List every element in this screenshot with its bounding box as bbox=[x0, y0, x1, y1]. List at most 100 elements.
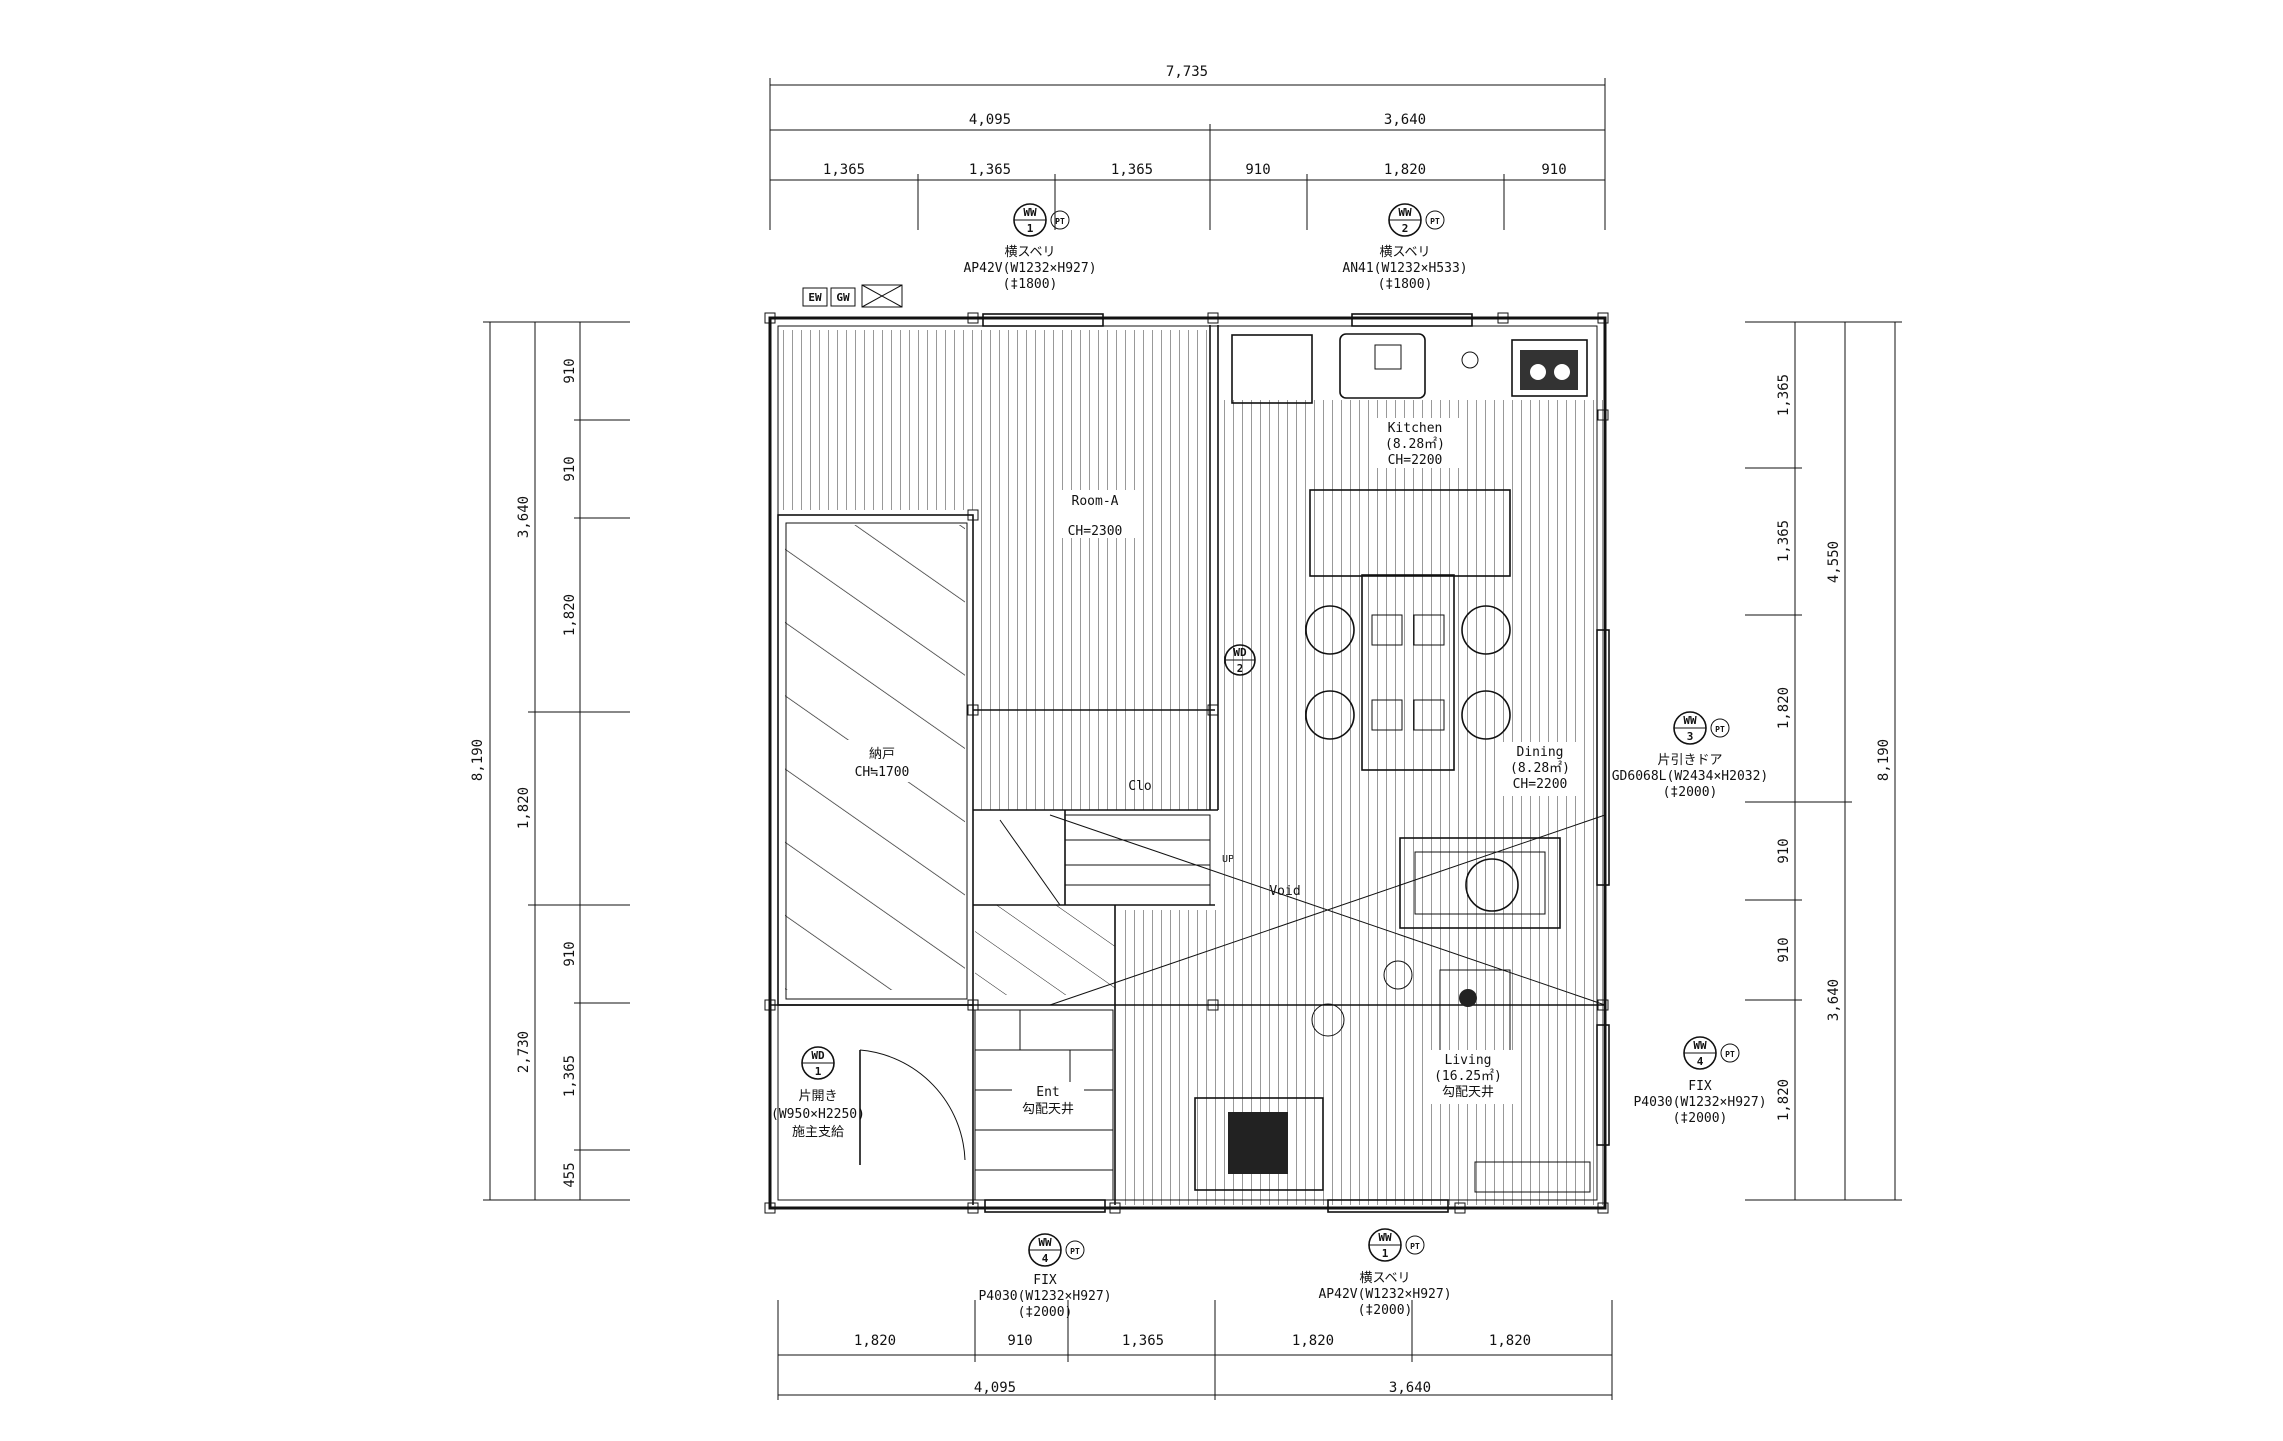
dim-bottom-row1-c: 1,365 bbox=[1122, 1333, 1164, 1349]
ww4-bottom-height: (‡2000) bbox=[1018, 1305, 1073, 1320]
kitchen-area: (8.28㎡) bbox=[1385, 437, 1445, 452]
dim-top-total: 7,735 bbox=[1166, 64, 1208, 80]
dim-left-mid-a: 3,640 bbox=[516, 496, 532, 538]
tag-ww4-bottom-code: WW bbox=[1038, 1236, 1052, 1249]
tag-ww3-right-pt: PT bbox=[1715, 725, 1725, 734]
kitchen-fixtures bbox=[1231, 333, 1588, 577]
legend-ew: EW bbox=[808, 291, 822, 304]
door-ww3-right bbox=[1596, 629, 1610, 886]
tag-ww4-right bbox=[1683, 1036, 1740, 1070]
up-label: UP bbox=[1222, 854, 1234, 865]
dim-right-mid-a: 4,550 bbox=[1826, 541, 1842, 583]
dim-right-inner-e: 910 bbox=[1776, 937, 1792, 962]
dim-left-inner-c: 1,820 bbox=[562, 594, 578, 636]
storage-label-bg bbox=[838, 740, 928, 782]
dim-bottom-row2-b: 3,640 bbox=[1389, 1380, 1431, 1396]
dim-top-row3-f: 910 bbox=[1541, 162, 1566, 178]
void-diagonals bbox=[1049, 814, 1606, 1006]
ww4-bottom-type: FIX bbox=[1033, 1273, 1057, 1288]
ww4-bottom-spec: P4030(W1232×H927) bbox=[978, 1289, 1111, 1304]
living-name: Living bbox=[1445, 1053, 1492, 1068]
storage-name: 納戸 bbox=[869, 747, 895, 762]
tag-ww4-right-pt: PT bbox=[1725, 1050, 1735, 1059]
window-ww1-bottom bbox=[1327, 1199, 1449, 1213]
kitchen-ch: CH=2200 bbox=[1388, 453, 1443, 468]
tag-wd1-code: WD bbox=[811, 1049, 825, 1062]
tag-ww1-bottom-pt: PT bbox=[1410, 1242, 1420, 1251]
legend-boxes bbox=[802, 284, 903, 308]
wd1-note: 施主支給 bbox=[792, 1125, 844, 1140]
dim-top-row3-c: 1,365 bbox=[1111, 162, 1153, 178]
ww2-top-type: 横スベリ bbox=[1379, 245, 1430, 260]
dim-right-inner-f: 1,820 bbox=[1776, 1079, 1792, 1121]
legend-gw: GW bbox=[836, 291, 850, 304]
tag-wd2-num: 2 bbox=[1237, 662, 1244, 675]
entry-door-swing bbox=[859, 1049, 966, 1165]
tag-ww2-top-pt: PT bbox=[1430, 217, 1440, 226]
dim-left-mid-c: 2,730 bbox=[516, 1031, 532, 1073]
living-area: (16.25㎡) bbox=[1434, 1069, 1502, 1084]
dim-left-mid-b: 1,820 bbox=[516, 787, 532, 829]
kitchen-dining-floor bbox=[1218, 400, 1603, 1005]
dim-bottom-row1-e: 1,820 bbox=[1489, 1333, 1531, 1349]
wd1-type: 片開き bbox=[798, 1089, 837, 1104]
ent-ceiling: 勾配天井 bbox=[1022, 1102, 1074, 1117]
tag-ww4-right-code: WW bbox=[1693, 1039, 1707, 1052]
bottom-dimension-lines bbox=[777, 1300, 1613, 1400]
ww2-top-spec: AN41(W1232×H533) bbox=[1342, 261, 1467, 276]
left-dimension-lines bbox=[483, 321, 630, 1201]
tag-ww4-right-num: 4 bbox=[1697, 1055, 1704, 1068]
ww2-top-height: (‡1800) bbox=[1378, 277, 1433, 292]
window-ww4-bottom bbox=[984, 1199, 1106, 1213]
tag-ww1-bottom-num: 1 bbox=[1382, 1247, 1389, 1260]
ent-name: Ent bbox=[1036, 1085, 1059, 1100]
tag-ww4-bottom bbox=[1028, 1233, 1085, 1267]
ww1-top-spec: AP42V(W1232×H927) bbox=[963, 261, 1096, 276]
wd1-spec: (W950×H2250) bbox=[771, 1107, 865, 1122]
ent-label-bg bbox=[1012, 1082, 1084, 1120]
dim-bottom-row2-a: 4,095 bbox=[974, 1380, 1016, 1396]
clo-label: Clo bbox=[1128, 779, 1151, 794]
dim-top-row2-b: 3,640 bbox=[1384, 112, 1426, 128]
dining-label-bg bbox=[1500, 742, 1580, 796]
living-ceiling: 勾配天井 bbox=[1442, 1085, 1494, 1100]
tag-ww1-top-code: WW bbox=[1023, 206, 1037, 219]
ww4-right-spec: P4030(W1232×H927) bbox=[1633, 1095, 1766, 1110]
living-floor bbox=[1118, 910, 1603, 1205]
window-ww4-right bbox=[1596, 1024, 1610, 1146]
dining-name: Dining bbox=[1517, 745, 1564, 760]
tag-ww1-bottom bbox=[1368, 1228, 1425, 1262]
staircase bbox=[999, 814, 1211, 906]
dim-bottom-row1-b: 910 bbox=[1007, 1333, 1032, 1349]
dining-area: (8.28㎡) bbox=[1510, 761, 1570, 776]
tag-wd1-num: 1 bbox=[815, 1065, 822, 1078]
kitchen-name: Kitchen bbox=[1388, 421, 1443, 436]
ww1-top-height: (‡1800) bbox=[1003, 277, 1058, 292]
window-ww2-top bbox=[1351, 313, 1473, 327]
column-markers bbox=[764, 312, 1609, 1214]
tag-ww1-top-num: 1 bbox=[1027, 222, 1034, 235]
dim-right-total: 8,190 bbox=[1876, 739, 1892, 781]
dim-top-row3-a: 1,365 bbox=[823, 162, 865, 178]
ww1-bottom-spec: AP42V(W1232×H927) bbox=[1318, 1287, 1451, 1302]
ww1-bottom-height: (‡2000) bbox=[1358, 1303, 1413, 1318]
stair-hatch bbox=[975, 905, 1115, 995]
void-label: Void bbox=[1269, 884, 1300, 899]
dim-bottom-row1-d: 1,820 bbox=[1292, 1333, 1334, 1349]
top-dimension-lines bbox=[769, 78, 1606, 230]
room-a-floor bbox=[778, 330, 1210, 510]
tag-ww2-top-code: WW bbox=[1398, 206, 1412, 219]
dim-left-inner-e: 1,365 bbox=[562, 1055, 578, 1097]
living-rug bbox=[1399, 837, 1561, 929]
ww3-right-spec: GD6068L(W2434×H2032) bbox=[1612, 769, 1769, 784]
right-dimension-lines bbox=[1745, 321, 1902, 1201]
dining-set bbox=[1305, 574, 1511, 771]
ww4-right-height: (‡2000) bbox=[1673, 1111, 1728, 1126]
ww3-right-type: 片引きドア bbox=[1657, 753, 1722, 768]
tag-ww2-top-num: 2 bbox=[1402, 222, 1409, 235]
room-a-name: Room-A bbox=[1072, 494, 1119, 509]
tag-ww1-bottom-code: WW bbox=[1378, 1231, 1392, 1244]
dim-right-inner-b: 1,365 bbox=[1776, 520, 1792, 562]
dim-right-inner-a: 1,365 bbox=[1776, 374, 1792, 416]
